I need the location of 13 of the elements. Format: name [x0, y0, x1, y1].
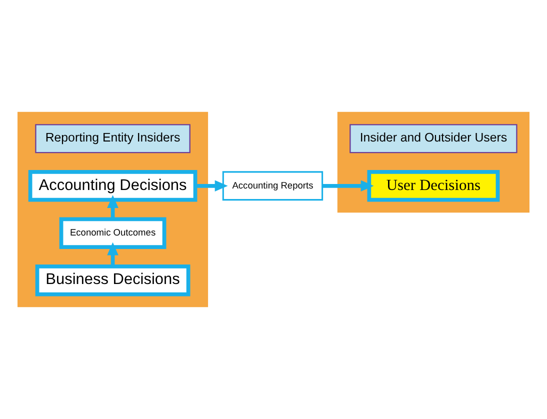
arrow	[107, 195, 118, 220]
arrow	[195, 180, 228, 192]
cluster	[337, 112, 530, 213]
node-box: Insider and Outsider Users	[350, 124, 518, 154]
node-box: Accounting Reports	[222, 171, 324, 201]
arrow	[107, 242, 118, 266]
node-box: Business Decisions	[35, 264, 190, 296]
node-box: Accounting Decisions	[28, 170, 198, 202]
node-box: User Decisions	[367, 170, 500, 202]
cluster	[18, 112, 208, 308]
arrow	[322, 180, 374, 192]
node-box: Economic Outcomes	[59, 217, 166, 249]
node-box: Reporting Entity Insiders	[35, 124, 190, 154]
